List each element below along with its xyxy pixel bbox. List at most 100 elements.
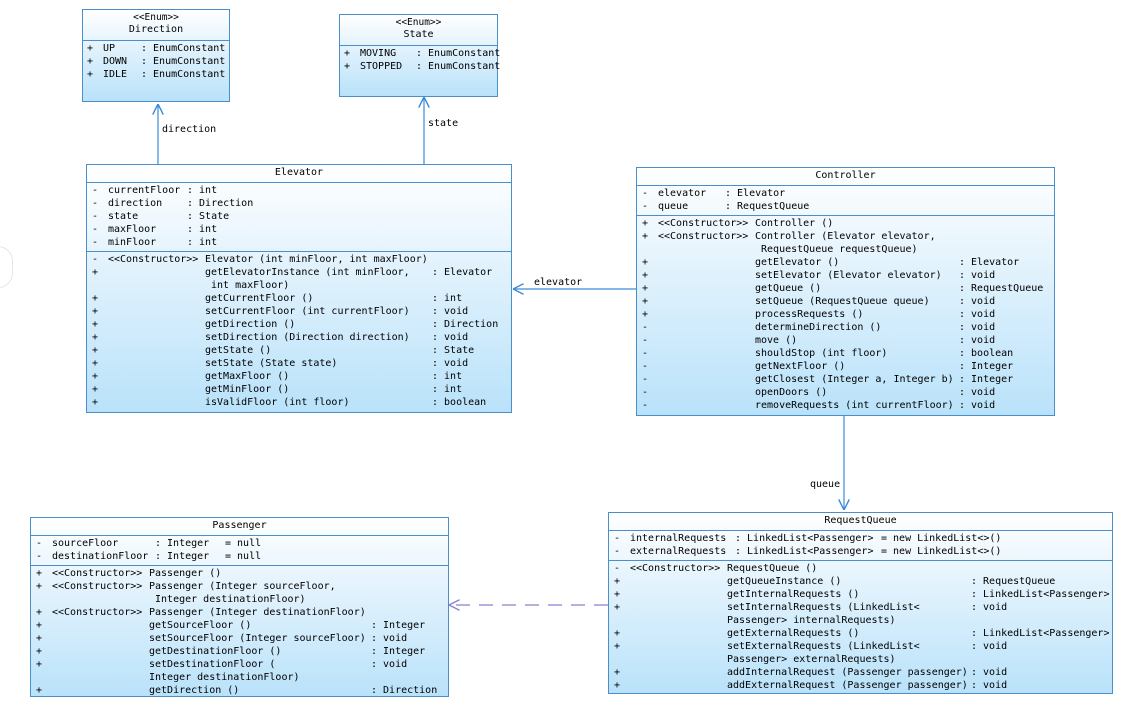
operation-signature: setElevator (Elevator elevator) [755, 270, 942, 281]
operation-row[interactable]: +setSourceFloor (Integer sourceFloor): v… [31, 632, 448, 645]
operation-signature: getExternalRequests () [727, 628, 860, 639]
operation-row[interactable]: +<<Constructor>>Passenger (Integer sourc… [31, 580, 448, 593]
operation-row[interactable]: RequestQueue requestQueue) [637, 243, 1054, 256]
attribute-row[interactable]: -state: State [87, 210, 511, 223]
operation-return-type: : Integer [959, 374, 1014, 385]
operation-row[interactable]: +getDestinationFloor (): Integer [31, 645, 448, 658]
operation-row[interactable]: +<<Constructor>>Controller () [637, 217, 1054, 230]
attribute-row[interactable]: -sourceFloor: Integer= null [31, 537, 448, 550]
operation-row[interactable]: +addInternalRequest (Passenger passenger… [609, 666, 1112, 679]
operation-row[interactable]: -determineDirection (): void [637, 321, 1054, 334]
operation-row[interactable]: +getDirection (): Direction [87, 318, 511, 331]
operation-row[interactable]: +setDestinationFloor (: void [31, 658, 448, 671]
operation-signature: Integer destinationFloor) [149, 672, 300, 683]
operation-row[interactable]: +getElevator (): Elevator [637, 256, 1054, 269]
attribute-row[interactable]: -maxFloor: int [87, 223, 511, 236]
visibility-marker: + [642, 218, 649, 229]
class-controller[interactable]: Controller -elevator: Elevator-queue: Re… [636, 167, 1055, 416]
operation-row[interactable]: +getInternalRequests (): LinkedList<Pass… [609, 588, 1112, 601]
operation-row[interactable]: +<<Constructor>>Passenger () [31, 567, 448, 580]
visibility-marker: - [36, 551, 43, 562]
class-name: RequestQueue [824, 515, 897, 526]
operation-row[interactable]: +addExternalRequest (Passenger passenger… [609, 679, 1112, 692]
class-state[interactable]: <<Enum>> State +MOVING: EnumConstant+STO… [339, 14, 500, 97]
operation-row[interactable]: Passenger> externalRequests) [609, 653, 1112, 666]
operation-row[interactable]: +getMaxFloor (): int [87, 370, 511, 383]
operation-row[interactable]: +getQueue (): RequestQueue [637, 282, 1054, 295]
attribute-initial-value: = new LinkedList<>() [881, 546, 1002, 557]
operation-row[interactable]: +isValidFloor (int floor): boolean [87, 396, 511, 409]
operation-return-type: : LinkedList<Passenger> [971, 589, 1110, 600]
operation-return-type: : Integer [371, 646, 426, 657]
attribute-initial-value: = new LinkedList<>() [881, 533, 1002, 544]
operation-stereotype: <<Constructor>> [630, 563, 721, 574]
operation-row[interactable]: +setQueue (RequestQueue queue): void [637, 295, 1054, 308]
attribute-row[interactable]: -destinationFloor: Integer= null [31, 550, 448, 563]
operation-row[interactable]: +getMinFloor (): int [87, 383, 511, 396]
operation-row[interactable]: -removeRequests (int currentFloor): void [637, 399, 1054, 412]
attribute-row[interactable]: +DOWN: EnumConstant [83, 55, 229, 68]
operation-row[interactable]: -<<Constructor>>RequestQueue () [609, 562, 1112, 575]
operation-row[interactable]: +getCurrentFloor (): int [87, 292, 511, 305]
attribute-row[interactable]: -currentFloor: int [87, 184, 511, 197]
attribute-row[interactable]: -queue: RequestQueue [637, 200, 1054, 213]
visibility-marker: - [92, 185, 99, 196]
class-requestqueue[interactable]: RequestQueue -internalRequests: LinkedLi… [608, 512, 1113, 694]
operation-row[interactable]: -<<Constructor>>Elevator (int minFloor, … [87, 253, 511, 266]
operation-row[interactable]: +setExternalRequests (LinkedList<: void [609, 640, 1112, 653]
attribute-row[interactable]: -direction: Direction [87, 197, 511, 210]
operation-row[interactable]: +setCurrentFloor (int currentFloor): voi… [87, 305, 511, 318]
operation-row[interactable]: +setState (State state): void [87, 357, 511, 370]
attribute-name: direction [108, 198, 163, 209]
operation-row[interactable]: -getNextFloor (): Integer [637, 360, 1054, 373]
operation-row[interactable]: +getState (): State [87, 344, 511, 357]
operation-row[interactable]: +processRequests (): void [637, 308, 1054, 321]
operation-return-type: : int [432, 293, 463, 304]
visibility-marker: + [36, 685, 43, 696]
class-elevator[interactable]: Elevator -currentFloor: int-direction: D… [86, 164, 512, 413]
attribute-row[interactable]: -internalRequests: LinkedList<Passenger>… [609, 532, 1112, 545]
operation-row[interactable]: -openDoors (): void [637, 386, 1054, 399]
operation-row[interactable]: int maxFloor) [87, 279, 511, 292]
operation-signature: Passenger> internalRequests) [727, 615, 896, 626]
operation-row[interactable]: -shouldStop (int floor): boolean [637, 347, 1054, 360]
operation-row[interactable]: +setInternalRequests (LinkedList<: void [609, 601, 1112, 614]
attribute-name: destinationFloor [52, 551, 149, 562]
attribute-name: currentFloor [108, 185, 181, 196]
visibility-marker: + [92, 358, 99, 369]
class-passenger[interactable]: Passenger -sourceFloor: Integer= null-de… [30, 517, 449, 697]
operation-signature: getMinFloor () [205, 384, 290, 395]
visibility-marker: + [36, 659, 43, 670]
attribute-row[interactable]: +IDLE: EnumConstant [83, 68, 229, 81]
attribute-row[interactable]: -elevator: Elevator [637, 187, 1054, 200]
operation-row[interactable]: + <<Constructor>> Controller (Elevator ele… [637, 230, 1054, 243]
attribute-row[interactable]: +STOPPED: EnumConstant [340, 60, 500, 73]
operation-row[interactable]: Passenger> internalRequests) [609, 614, 1112, 627]
attribute-row[interactable]: +MOVING: EnumConstant [340, 47, 500, 60]
visibility-marker: + [642, 231, 649, 242]
attribute-row[interactable]: +UP: EnumConstant [83, 42, 229, 55]
operation-row[interactable]: -move (): void [637, 334, 1054, 347]
operation-row[interactable]: +getQueueInstance (): RequestQueue [609, 575, 1112, 588]
operation-stereotype: <<Constructor>> [658, 231, 749, 242]
attribute-row[interactable]: -minFloor: int [87, 236, 511, 249]
operation-row[interactable]: +getDirection (): Direction [31, 684, 448, 697]
attribute-name: DOWN [103, 56, 128, 67]
operation-row[interactable]: +getSourceFloor (): Integer [31, 619, 448, 632]
visibility-marker: + [92, 384, 99, 395]
operation-row[interactable]: +getElevatorInstance (int minFloor,: Ele… [87, 266, 511, 279]
operation-signature: Controller (Elevator elevator, [755, 231, 936, 242]
operation-signature: setState (State state) [205, 358, 338, 369]
state-link-label: state [428, 118, 459, 129]
operation-row[interactable]: Integer destinationFloor) [31, 671, 448, 684]
operation-row[interactable]: Integer destinationFloor) [31, 593, 448, 606]
operations-section: -<<Constructor>>Elevator (int minFloor, … [87, 252, 511, 411]
operation-row[interactable]: +setElevator (Elevator elevator): void [637, 269, 1054, 282]
operation-row[interactable]: +setDirection (Direction direction): voi… [87, 331, 511, 344]
operation-row[interactable]: -getClosest (Integer a, Integer b): Inte… [637, 373, 1054, 386]
class-direction[interactable]: <<Enum>> Direction +UP: EnumConstant+DOW… [82, 9, 230, 102]
operation-row[interactable]: +<<Constructor>>Passenger (Integer desti… [31, 606, 448, 619]
operation-row[interactable]: +getExternalRequests (): LinkedList<Pass… [609, 627, 1112, 640]
class-name: Passenger [212, 520, 267, 531]
attribute-row[interactable]: -externalRequests: LinkedList<Passenger>… [609, 545, 1112, 558]
